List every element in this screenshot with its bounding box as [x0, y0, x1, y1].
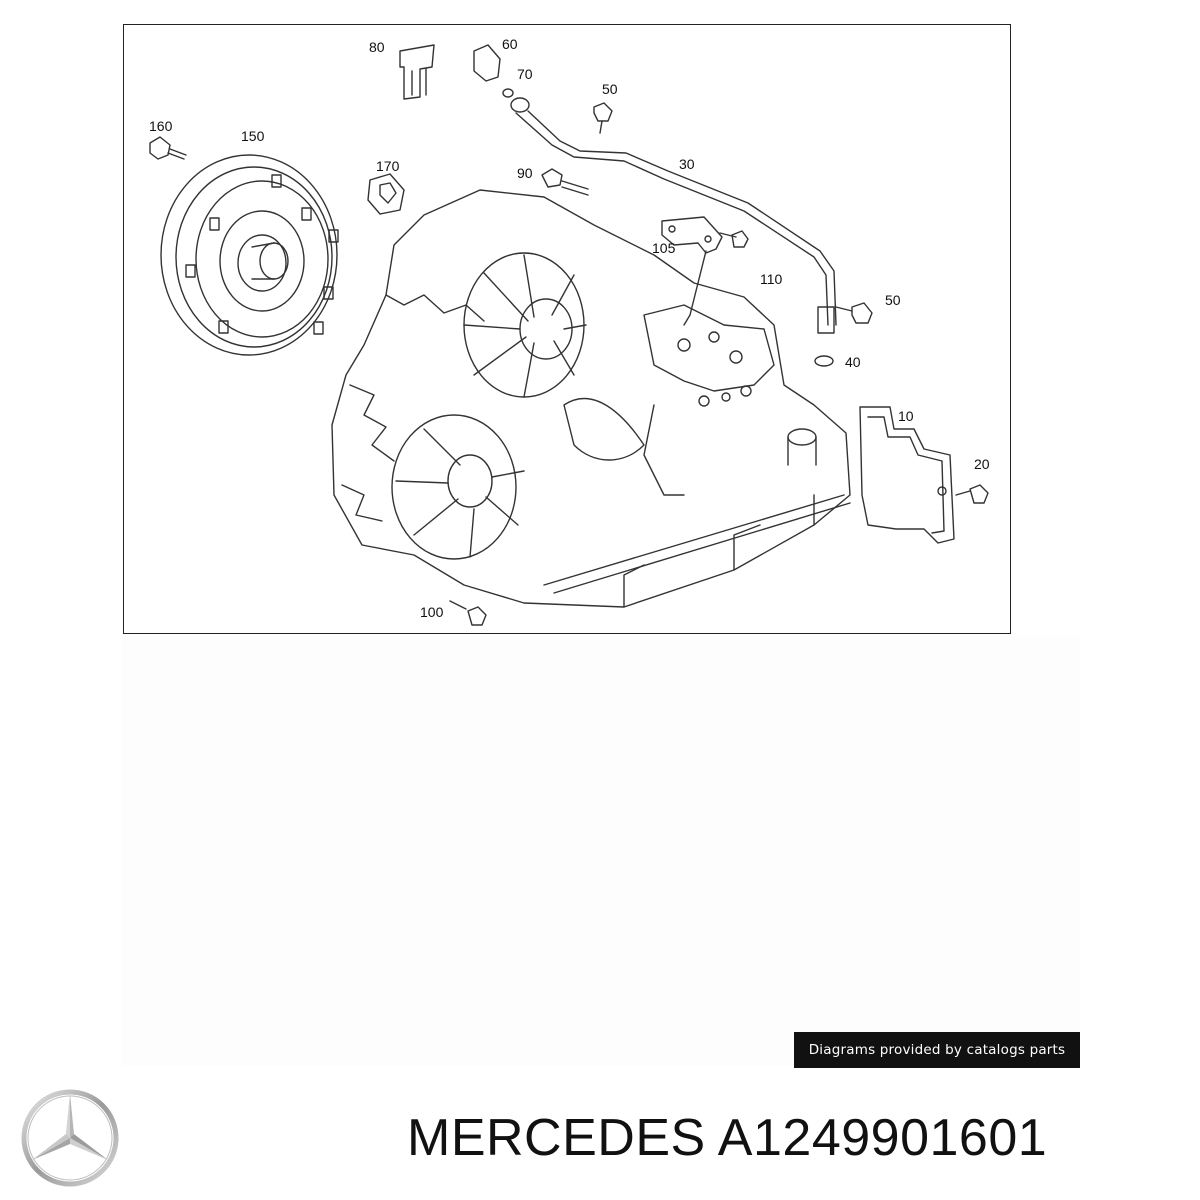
part-number: A1249901601 [717, 1109, 1048, 1167]
torque-converter-drawing [160, 154, 339, 356]
transmission-drawing [149, 44, 989, 626]
callout-100: 100 [420, 604, 444, 620]
bolt-160-drawing [149, 136, 187, 160]
callout-90: 90 [517, 165, 533, 181]
oil-filter-10-drawing [859, 406, 955, 544]
small-bolts-drawing [449, 102, 989, 626]
callout-20: 20 [974, 456, 990, 472]
callout-10: 10 [898, 408, 914, 424]
mount-170-drawing [367, 173, 405, 215]
callout-30: 30 [679, 156, 695, 172]
callout-40: 40 [845, 354, 861, 370]
callout-160: 160 [149, 118, 173, 134]
bracket-105-drawing [661, 216, 723, 326]
callout-50-top: 50 [602, 81, 618, 97]
dipstick-tube-drawing [473, 44, 837, 367]
brand-name: MERCEDES [407, 1109, 706, 1167]
mercedes-star-logo-icon [21, 1089, 119, 1187]
diagram-credit-banner: Diagrams provided by catalogs parts [794, 1032, 1080, 1068]
callout-110: 110 [760, 271, 783, 287]
callout-50-right: 50 [885, 292, 901, 308]
transmission-housing-drawing [331, 189, 851, 608]
lower-blank-panel [122, 636, 1080, 1066]
brand-title: MERCEDES A1249901601 [407, 1108, 1047, 1168]
callout-170: 170 [376, 158, 400, 174]
callout-60: 60 [502, 36, 518, 52]
parts-diagram: 80 60 70 50 160 150 30 170 90 105 110 50… [123, 24, 1011, 634]
callout-105: 105 [652, 240, 676, 256]
callout-150: 150 [241, 128, 265, 144]
callout-80: 80 [369, 39, 385, 55]
bracket-80-drawing [399, 44, 435, 100]
callout-70: 70 [517, 66, 533, 82]
